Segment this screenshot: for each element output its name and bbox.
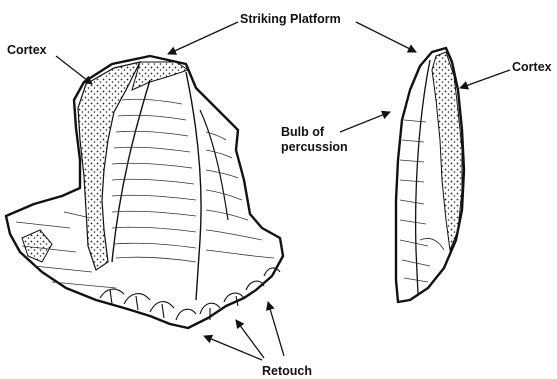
label-striking-platform: Striking Platform xyxy=(240,12,341,27)
arrow-retouch-2 xyxy=(236,320,264,358)
arrow-retouch-3 xyxy=(268,302,284,356)
label-bulb-line2: percussion xyxy=(281,140,348,155)
label-cortex-right: Cortex xyxy=(512,60,552,75)
arrow-cortex-left xyxy=(56,56,92,84)
arrow-cortex-right xyxy=(460,70,510,88)
arrow-retouch-1 xyxy=(204,336,262,360)
label-bulb-of-percussion: Bulb of percussion xyxy=(281,125,348,155)
label-bulb-line1: Bulb of xyxy=(281,125,348,140)
arrow-platform-right xyxy=(356,22,416,52)
flake-dorsal-view xyxy=(6,56,283,328)
arrow-platform-left xyxy=(168,22,238,54)
flake-side-view xyxy=(396,48,464,302)
label-cortex-left: Cortex xyxy=(7,43,47,58)
